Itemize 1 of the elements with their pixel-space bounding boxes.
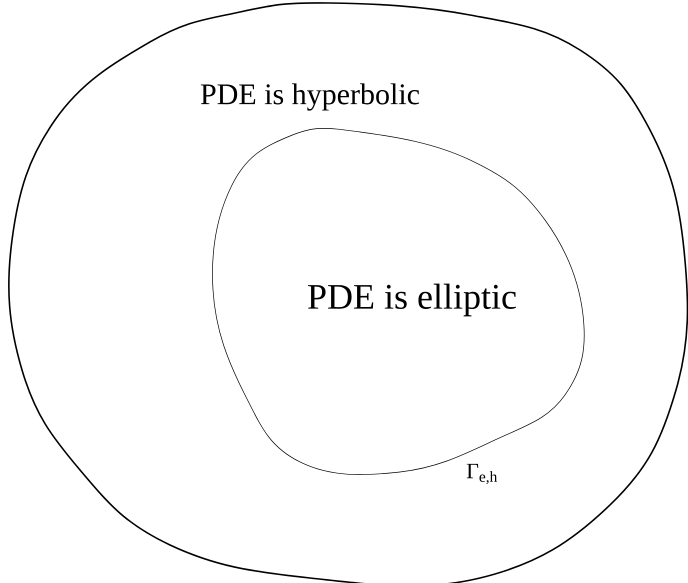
boundary-label: Γ$_{e,h}$: [466, 464, 498, 484]
